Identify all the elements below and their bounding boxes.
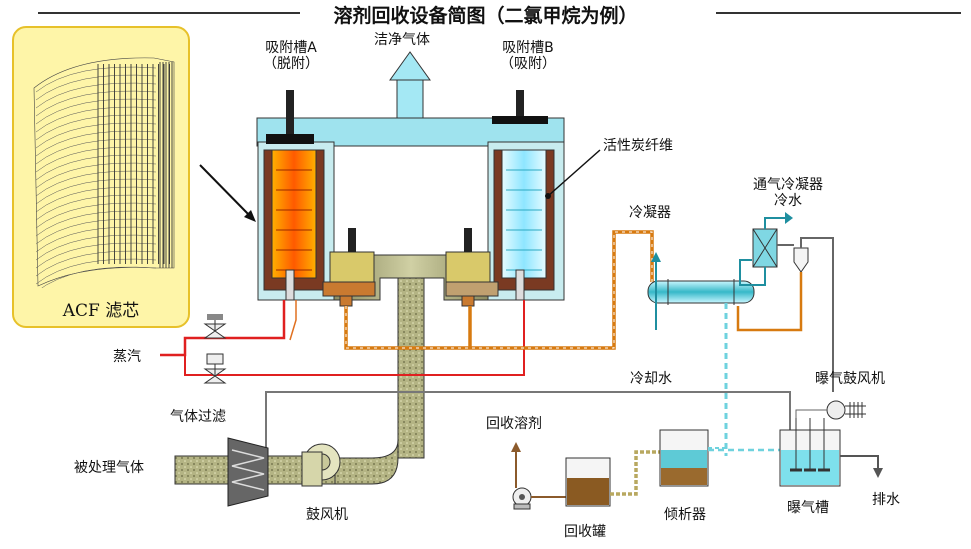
condenser-label: 冷凝器 (629, 205, 671, 221)
recovery-tank-label: 回收罐 (564, 524, 606, 540)
gas-filter (227, 437, 269, 507)
acf-pointer-arrow (199, 164, 256, 222)
carbon-fiber-pointer (547, 149, 601, 197)
aeration-blower-label: 曝气鼓风机 (815, 371, 885, 387)
adsorption-tank-a (257, 90, 335, 301)
switching-valve-a (322, 228, 376, 307)
decanter (659, 429, 726, 487)
vent-condenser-label: 通气冷凝器 冷水 (742, 177, 834, 209)
recovered-solvent-line (511, 442, 521, 488)
tank-a-label-line2: （脱附） (263, 56, 319, 73)
vent-condenser-label-line1: 通气冷凝器 (753, 177, 823, 193)
page-title: 溶剂回收设备简图（二氯甲烷为例） (325, 1, 646, 28)
tank-b-label-line1: 吸附槽B (502, 40, 554, 56)
gas-return-line (265, 391, 791, 478)
title-rule-left (38, 12, 300, 14)
tank-a-label: 吸附槽A （脱附） (251, 40, 331, 72)
acf-filter-label: ACF 滤芯 (62, 301, 140, 321)
blower-label: 鼓风机 (306, 507, 348, 523)
clean-gas-outlet (389, 51, 431, 129)
switching-valve-b (445, 228, 499, 307)
acf-filter-panel: ACF 滤芯 (12, 26, 190, 328)
condensate-line (344, 230, 654, 350)
decanter-label: 倾析器 (664, 507, 706, 523)
condenser (647, 252, 755, 330)
steam-lines (160, 300, 525, 376)
blower (301, 443, 341, 487)
cold-water-label: 冷水 (774, 193, 802, 210)
steam-label: 蒸汽 (113, 349, 141, 365)
steam-valve-1 (203, 314, 227, 339)
gas-filter-label: 气体过滤 (170, 409, 226, 425)
tank-b-label: 吸附槽B （吸附） (488, 40, 568, 72)
aeration-tank-label: 曝气槽 (787, 500, 829, 516)
carbon-fiber-pointer-dot (545, 193, 551, 199)
cooling-water-label: 冷却水 (630, 371, 672, 387)
adsorption-tank-b (487, 90, 565, 301)
drain-label: 排水 (872, 492, 900, 508)
tank-b-label-line2: （吸附） (500, 56, 556, 73)
title-bar: 溶剂回收设备简图（二氯甲烷为例） (0, 0, 971, 28)
activated-carbon-fiber-label: 活性炭纤维 (603, 138, 673, 154)
aeration-tank (779, 418, 883, 487)
clean-gas-label: 洁净气体 (374, 32, 430, 48)
aeration-blower (795, 400, 866, 420)
vent-separator (736, 237, 834, 392)
steam-valve-2 (203, 353, 227, 384)
tank-a-label-line1: 吸附槽A (265, 40, 317, 56)
acf-filter-cartridge-illustration (33, 57, 175, 293)
recovered-solvent-label: 回收溶剂 (486, 416, 542, 432)
vent-condenser (739, 212, 793, 286)
title-rule-right (716, 12, 961, 14)
recovery-pump (512, 487, 566, 510)
treated-gas-label: 被处理气体 (74, 460, 144, 476)
recovery-tank (565, 450, 660, 507)
